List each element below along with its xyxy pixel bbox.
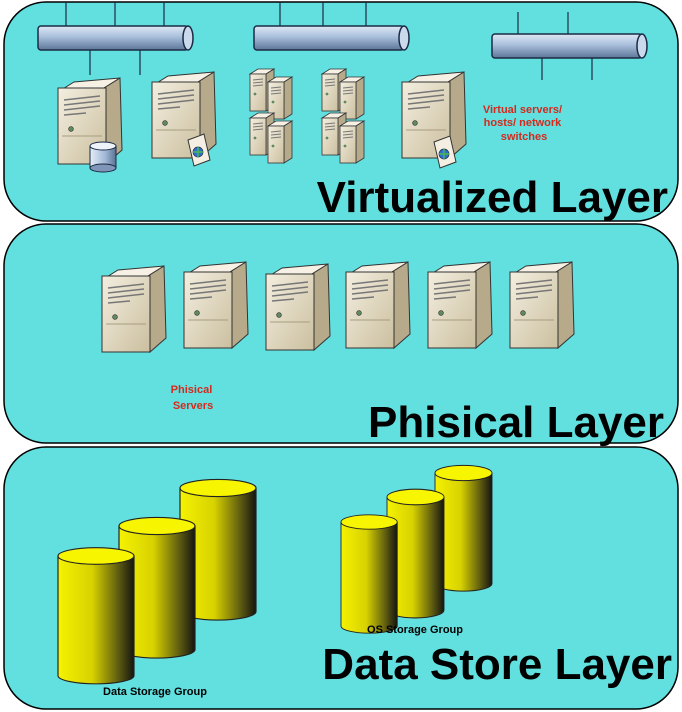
data-storage-group-caption: Data Storage Group (103, 686, 207, 698)
data-store-layer-panel: OS Storage Group Data Storage Group Data… (3, 446, 679, 710)
database-icon (89, 141, 117, 173)
server-icon (265, 263, 331, 351)
phisical-layer-title: Phisical Layer (368, 398, 664, 447)
data-store-layer-title: Data Store Layer (322, 640, 672, 689)
os-storage-group-caption: OS Storage Group (367, 624, 463, 636)
virtualized-layer-title: Virtualized Layer (317, 173, 668, 222)
server-icon (345, 261, 411, 349)
virtualized-layer-panel: Virtual servers/ hosts/ network switches… (3, 1, 679, 222)
server-icon (509, 261, 575, 349)
network-switch-icon (253, 2, 410, 51)
network-switch-icon (491, 12, 648, 80)
phisical-layer-panel: Phisical Servers Phisical Layer (3, 223, 679, 447)
phisical-servers-caption: Phisical Servers (171, 384, 216, 412)
virtual-servers-caption: Virtual servers/ hosts/ network switches (483, 104, 565, 143)
storage-cylinder-icon (57, 547, 135, 685)
server-icon (427, 261, 493, 349)
blade-server-stack-icon (249, 68, 293, 164)
database-server-icon (57, 77, 123, 173)
web-server-icon (151, 71, 217, 167)
blade-server-stack-icon (321, 68, 365, 164)
server-icon (101, 265, 167, 353)
storage-cylinder-icon (340, 514, 398, 634)
web-server-icon (401, 71, 467, 169)
network-switch-icon (37, 2, 194, 75)
server-icon (183, 261, 249, 349)
